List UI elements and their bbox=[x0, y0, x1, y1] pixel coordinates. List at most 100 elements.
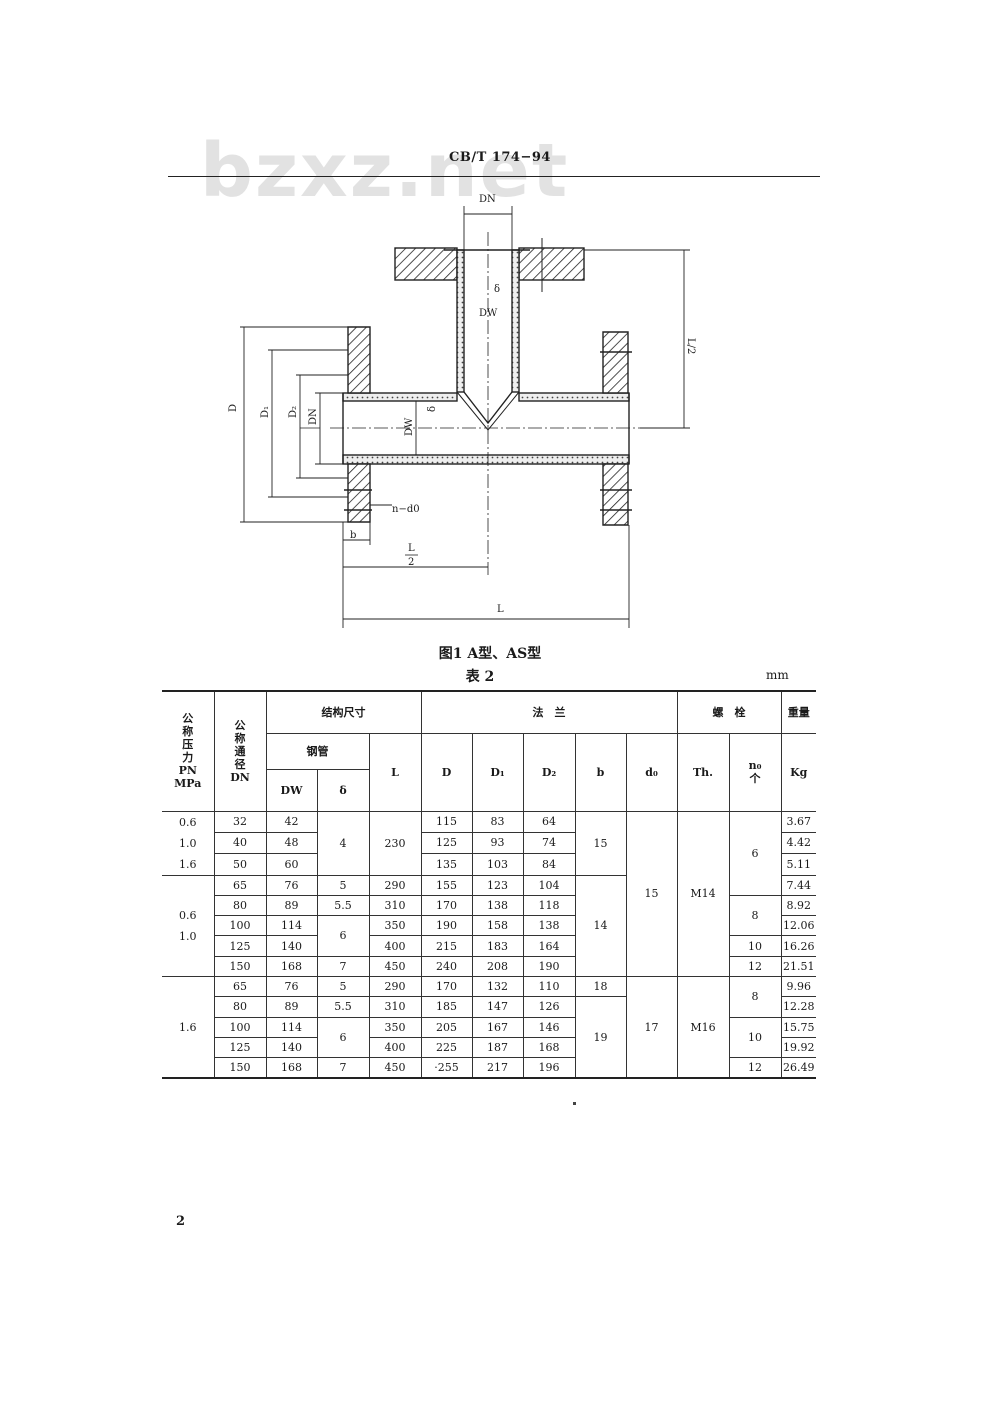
cell-delta: 5.5 bbox=[317, 895, 370, 917]
main-wall-top-left bbox=[342, 392, 458, 402]
cell-d1: 123 bbox=[472, 875, 524, 896]
table-row: 50 60 135 103 84 5.11 bbox=[162, 853, 817, 876]
header-structure: 结构尺寸 bbox=[266, 691, 422, 734]
cell-d1: 132 bbox=[472, 976, 524, 998]
cell-d2: 146 bbox=[523, 1017, 576, 1038]
page-number: 2 bbox=[176, 1214, 186, 1229]
cell-dw: 168 bbox=[266, 956, 318, 977]
cell-dw: 60 bbox=[266, 853, 318, 876]
cell-th: M14 bbox=[677, 811, 730, 977]
label-l: L bbox=[497, 604, 504, 615]
header-b: b bbox=[575, 733, 627, 812]
cell-delta: 6 bbox=[317, 915, 370, 957]
table-row: 125 140 400 215 183 164 10 16.26 bbox=[162, 935, 817, 957]
cell-delta: 5 bbox=[317, 976, 370, 998]
cell-d2: 164 bbox=[523, 935, 576, 957]
cell-l: 450 bbox=[369, 1057, 422, 1079]
label-half-l-num: L bbox=[408, 543, 415, 554]
cell-d1: 103 bbox=[472, 853, 524, 876]
top-flange-left bbox=[394, 247, 458, 281]
cell-d2: 110 bbox=[523, 976, 576, 998]
cell-d: 185 bbox=[421, 996, 473, 1018]
cell-l: 290 bbox=[369, 875, 422, 896]
cell-l: 310 bbox=[369, 895, 422, 917]
cell-dw: 76 bbox=[266, 976, 318, 998]
cell-dn: 65 bbox=[214, 875, 267, 896]
cell-l: 350 bbox=[369, 1017, 422, 1038]
figure-caption: 图1 A型、AS型 bbox=[438, 646, 542, 662]
header-weight: 重量 bbox=[781, 691, 817, 734]
table-unit: mm bbox=[766, 668, 789, 682]
cell-dn: 100 bbox=[214, 1017, 267, 1038]
cell-dw: 140 bbox=[266, 1037, 318, 1059]
cell-d2: 138 bbox=[523, 915, 576, 937]
cell-d2: 168 bbox=[523, 1037, 576, 1059]
cell-kg: 8.92 bbox=[781, 895, 817, 917]
cell-d: 115 bbox=[421, 811, 473, 833]
watermark: bzxz.net bbox=[200, 128, 570, 214]
cell-d: 170 bbox=[421, 895, 473, 917]
table-row: 125 140 400 225 187 168 19.92 bbox=[162, 1037, 817, 1059]
cell-l: 400 bbox=[369, 935, 422, 957]
cell-d2: 126 bbox=[523, 996, 576, 1018]
label-dn-top: DN bbox=[479, 194, 496, 205]
cell-n0: 10 bbox=[729, 1017, 782, 1059]
drawing-geometry bbox=[300, 232, 660, 575]
cell-dn: 125 bbox=[214, 935, 267, 957]
header-flange: 法 兰 bbox=[421, 691, 678, 734]
cell-kg: 7.44 bbox=[781, 875, 817, 896]
header-th: Th. bbox=[677, 733, 730, 812]
table-row: 80 89 5.5 310 170 138 118 8 8.92 bbox=[162, 895, 817, 937]
cell-n0: 12 bbox=[729, 1057, 782, 1079]
cell-d1: 167 bbox=[472, 1017, 524, 1038]
cell-dn: 65 bbox=[214, 976, 267, 998]
label-dw-mid: DW bbox=[404, 417, 415, 436]
dimension-lines bbox=[240, 206, 690, 628]
cell-dw: 76 bbox=[266, 875, 318, 896]
cell-kg: 12.06 bbox=[781, 915, 817, 937]
cell-d: 190 bbox=[421, 915, 473, 937]
cell-kg: 19.92 bbox=[781, 1037, 817, 1059]
label-half-l-right: L/2 bbox=[685, 338, 696, 354]
cell-l: 230 bbox=[369, 811, 422, 876]
cell-d: 205 bbox=[421, 1017, 473, 1038]
cell-delta: 7 bbox=[317, 1057, 370, 1079]
cell-d2: 84 bbox=[523, 853, 576, 876]
cell-d: 170 bbox=[421, 976, 473, 998]
cell-dn: 80 bbox=[214, 895, 267, 917]
cell-d1: 93 bbox=[472, 832, 524, 855]
cell-l: 450 bbox=[369, 956, 422, 977]
cell-dn: 40 bbox=[214, 832, 267, 855]
cell-d: 225 bbox=[421, 1037, 473, 1059]
label-b: b bbox=[350, 530, 356, 541]
cell-d1: 208 bbox=[472, 956, 524, 977]
cell-d: 125 bbox=[421, 832, 473, 855]
cell-d2: 190 bbox=[523, 956, 576, 977]
cell-n0: 8 bbox=[729, 976, 782, 1018]
header-dw: DW bbox=[266, 769, 318, 812]
header-rule bbox=[168, 176, 820, 177]
cell-l: 350 bbox=[369, 915, 422, 937]
table-row: 1.6 65 76 5 290 170 132 110 18 17 M16 8 … bbox=[162, 976, 817, 1079]
header-d1: D₁ bbox=[472, 733, 524, 812]
header-d2: D₂ bbox=[523, 733, 576, 812]
label-dw-top: DW bbox=[479, 308, 498, 319]
cell-delta: 5.5 bbox=[317, 996, 370, 1018]
right-flange-lower bbox=[602, 463, 629, 526]
cell-kg: 9.96 bbox=[781, 976, 817, 998]
cell-d2: 104 bbox=[523, 875, 576, 896]
cell-kg: 5.11 bbox=[781, 853, 817, 876]
right-flange-upper bbox=[602, 331, 629, 394]
label-d: D bbox=[228, 404, 239, 412]
cell-d2: 74 bbox=[523, 832, 576, 855]
label-delta-mid: δ bbox=[427, 406, 438, 412]
table-row: 80 89 5.5 310 185 147 126 19 12.28 bbox=[162, 996, 817, 1079]
cell-kg: 3.67 bbox=[781, 811, 817, 833]
cell-d1: 187 bbox=[472, 1037, 524, 1059]
cell-dw: 114 bbox=[266, 915, 318, 937]
